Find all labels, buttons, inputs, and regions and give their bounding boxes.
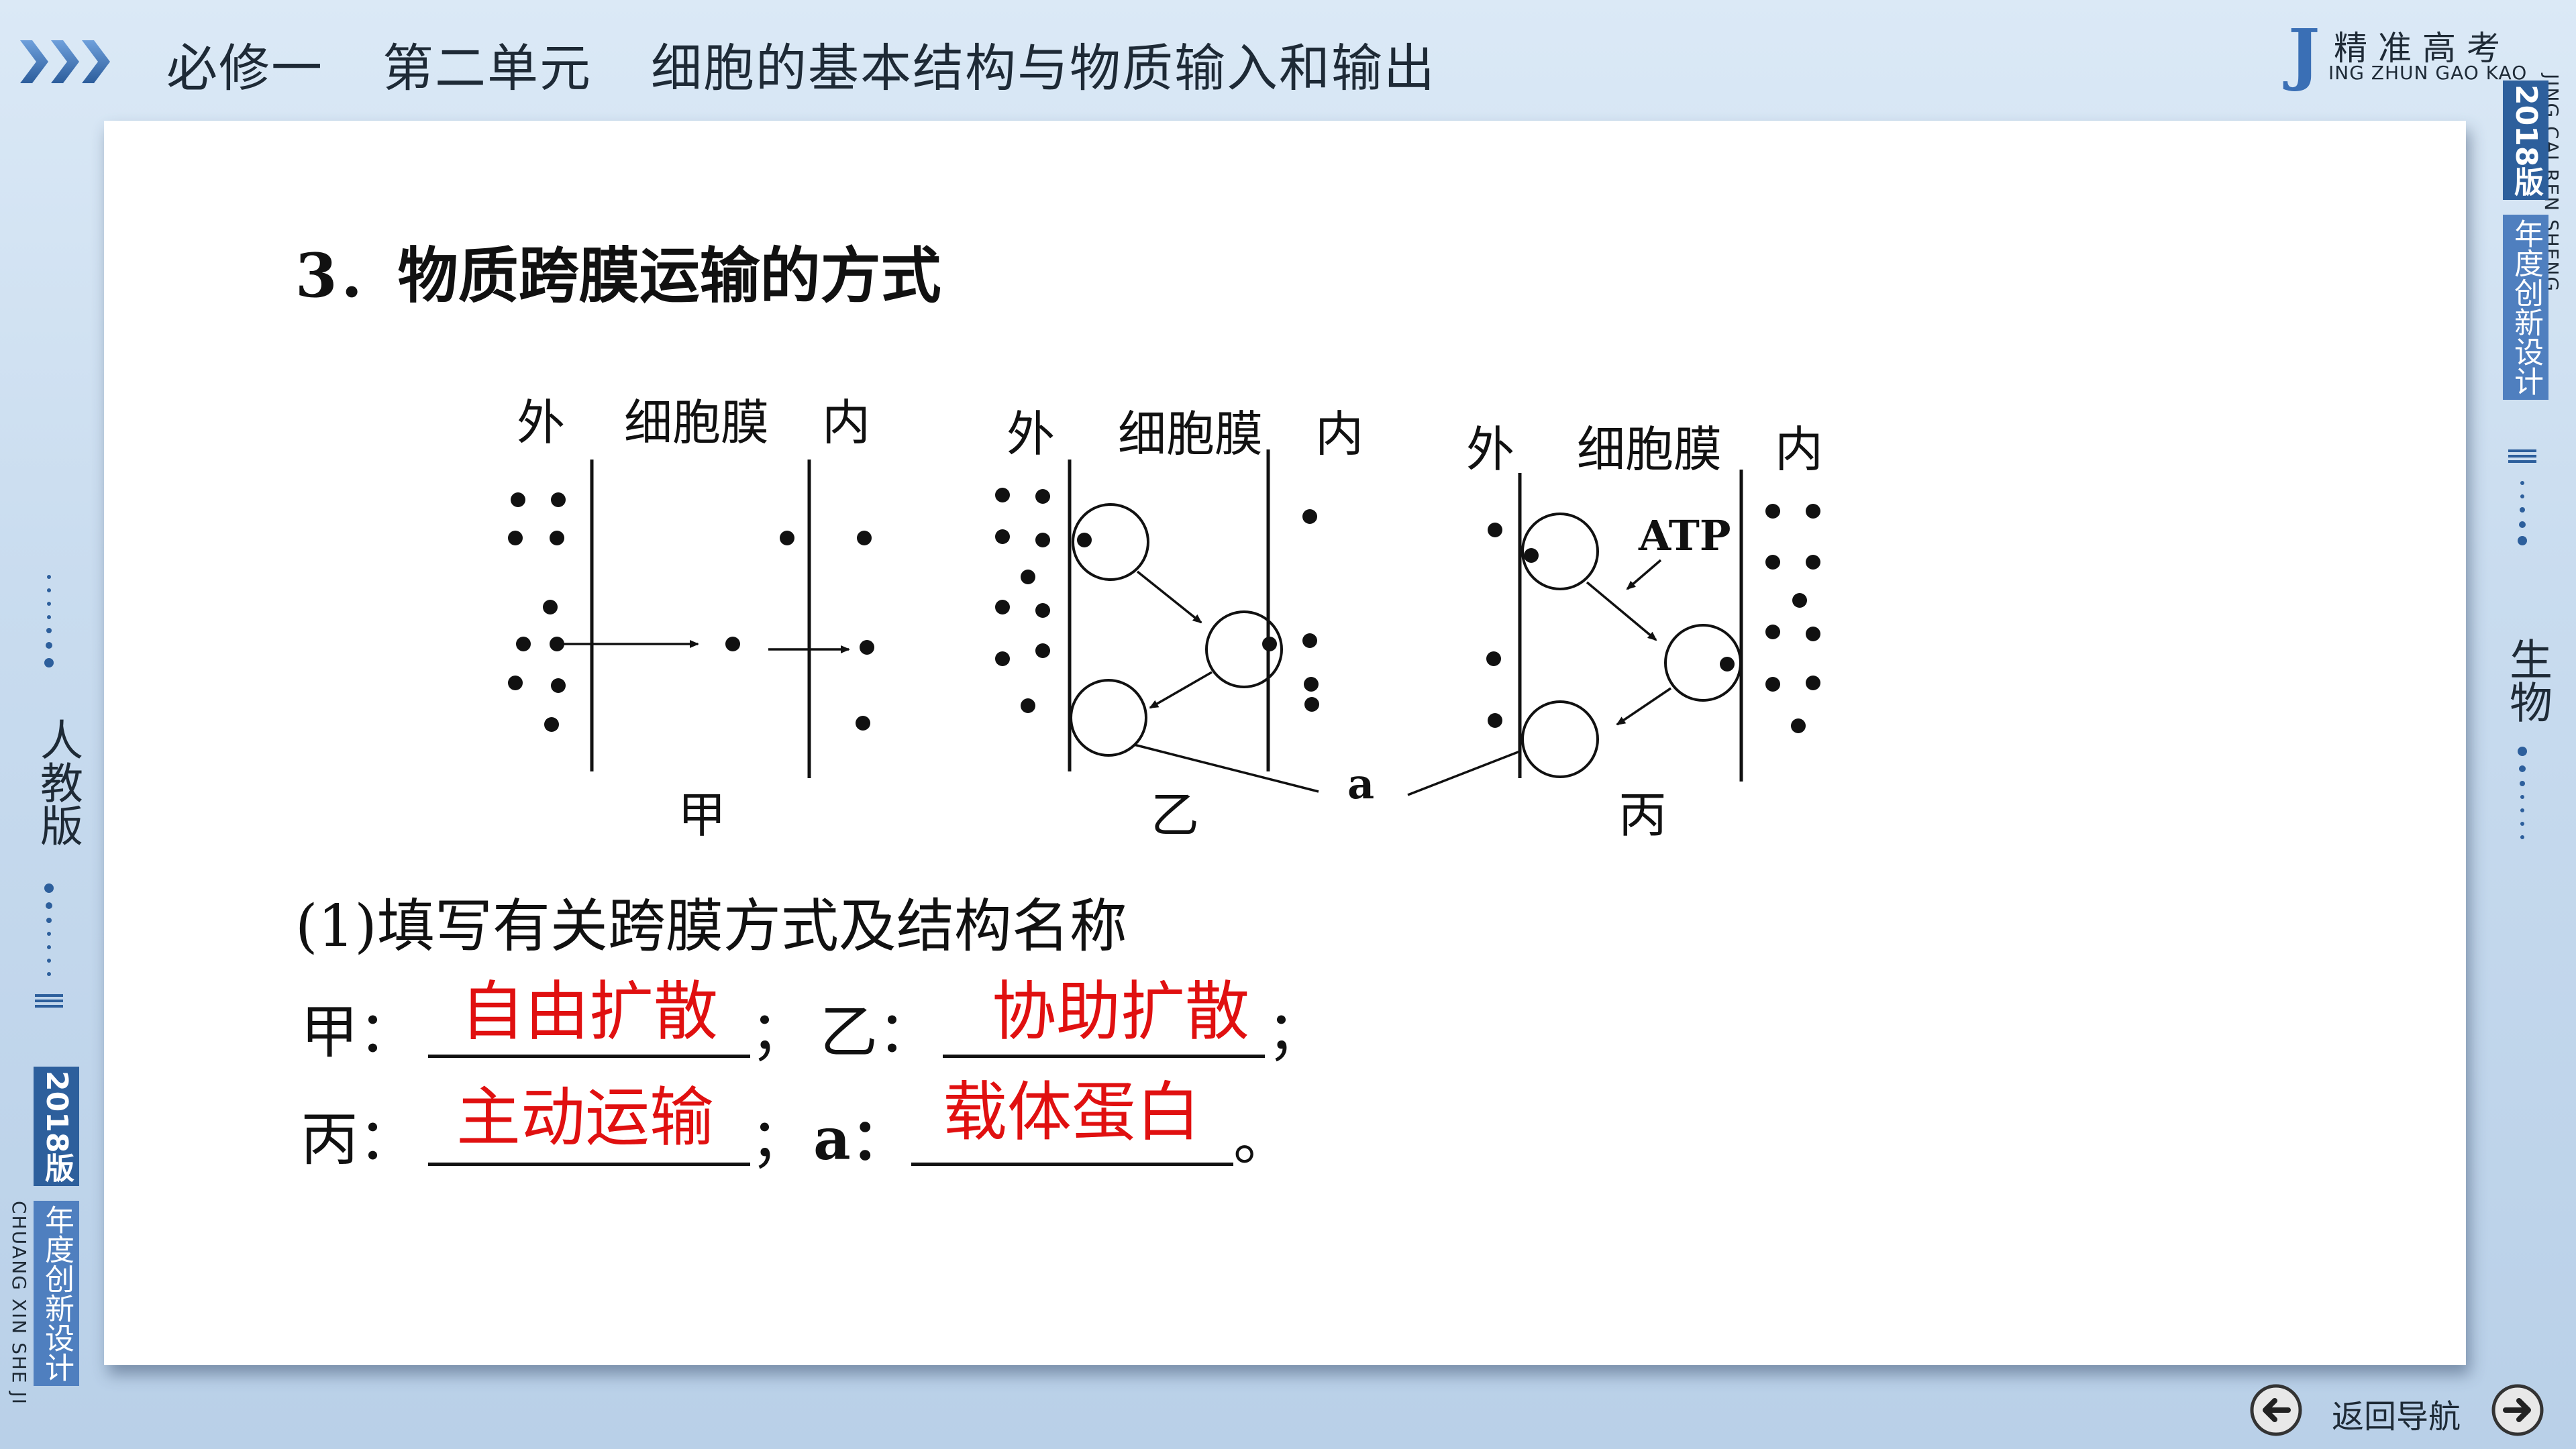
year-badge-left: 2018版 [34,1067,79,1187]
year-badge: 2018版 [2503,80,2548,201]
series-label: 年度创新设计 [2503,215,2548,400]
separator: ； [750,999,808,1066]
answer-jia: 自由扩散 [460,974,718,1049]
dot-divider-icon [44,575,54,667]
answer-a: 载体蛋白 [943,1075,1200,1150]
dot-divider-icon [35,883,63,1008]
slide-card [104,121,2466,1365]
left-sidebar: 人教版 2018版 年度创新设计 CHUANG XIN SHE JI [8,564,87,1429]
label-bing: 丙： [301,1106,416,1173]
subject-label: 生物 [2502,637,2552,723]
answer-blank [428,1055,750,1058]
label-membrane: 细胞膜 [1577,421,1722,478]
next-arrow-icon[interactable] [2491,1383,2544,1437]
answer-yi: 协助扩散 [992,974,1249,1049]
panel-jia: 外 细胞膜 内 甲 [508,394,874,843]
label-yi: 乙： [820,999,935,1066]
separator: ； [750,1106,808,1173]
label-inside: 内 [822,394,870,451]
label-a: a： [813,1106,909,1173]
brand-logo: J 精准高考 ING ZHUN GAO KAO [2288,14,2528,93]
chevron-right-icon [20,40,110,83]
dot-divider-icon [2518,747,2527,839]
separator: ； [1267,999,1325,1066]
answer-blank [428,1163,750,1166]
label-jia: 甲： [301,999,416,1066]
breadcrumb-book: 必修一 [166,38,323,98]
back-to-nav-link[interactable]: 返回导航 [2332,1398,2461,1436]
answer-blank [911,1163,1233,1166]
series-label-left: 年度创新设计 [34,1201,79,1386]
dot-divider-icon [2508,449,2536,545]
breadcrumb-unit: 第二单元 [382,38,592,98]
membrane-transport-diagram: 外 细胞膜 内 甲 外 细胞膜 内 [508,394,1823,843]
carrier-label: a [1347,759,1374,808]
panel-label-bing: 丙 [1618,787,1667,843]
panel-bing: 外 细胞膜 内 ATP 丙 [1407,421,1823,843]
question-text: (1)填写有关跨膜方式及结构名称 [295,893,1127,960]
panel-label-jia: 甲 [678,787,726,843]
label-outside: 外 [1466,421,1514,478]
label-membrane: 细胞膜 [1118,406,1263,462]
section-title: 3．物质跨膜运输的方式 [295,240,941,311]
label-inside: 内 [1315,406,1363,462]
prev-arrow-icon[interactable] [2249,1383,2303,1437]
answer-blank [943,1055,1265,1058]
right-sidebar: JING CAI REN SHENG 2018版 年度创新设计 生物 [2496,74,2570,1315]
header: 必修一 第二单元 细胞的基本结构与物质输入和输出 J 精准高考 ING ZHUN… [0,0,2576,114]
answer-bing: 主动运输 [456,1080,714,1155]
label-inside: 内 [1775,421,1823,478]
breadcrumb-chapter: 细胞的基本结构与物质输入和输出 [651,38,1436,98]
pinyin-label-left: CHUANG XIN SHE JI [8,1201,30,1406]
label-membrane: 细胞膜 [624,394,769,451]
label-outside: 外 [1007,406,1055,462]
panel-yi: 外 细胞膜 内 乙 [995,406,1363,843]
period: 。 [1233,1106,1291,1173]
atp-label: ATP [1638,511,1731,560]
panel-label-yi: 乙 [1151,787,1199,843]
label-outside: 外 [517,394,565,451]
edition-label: 人教版 [33,718,83,847]
